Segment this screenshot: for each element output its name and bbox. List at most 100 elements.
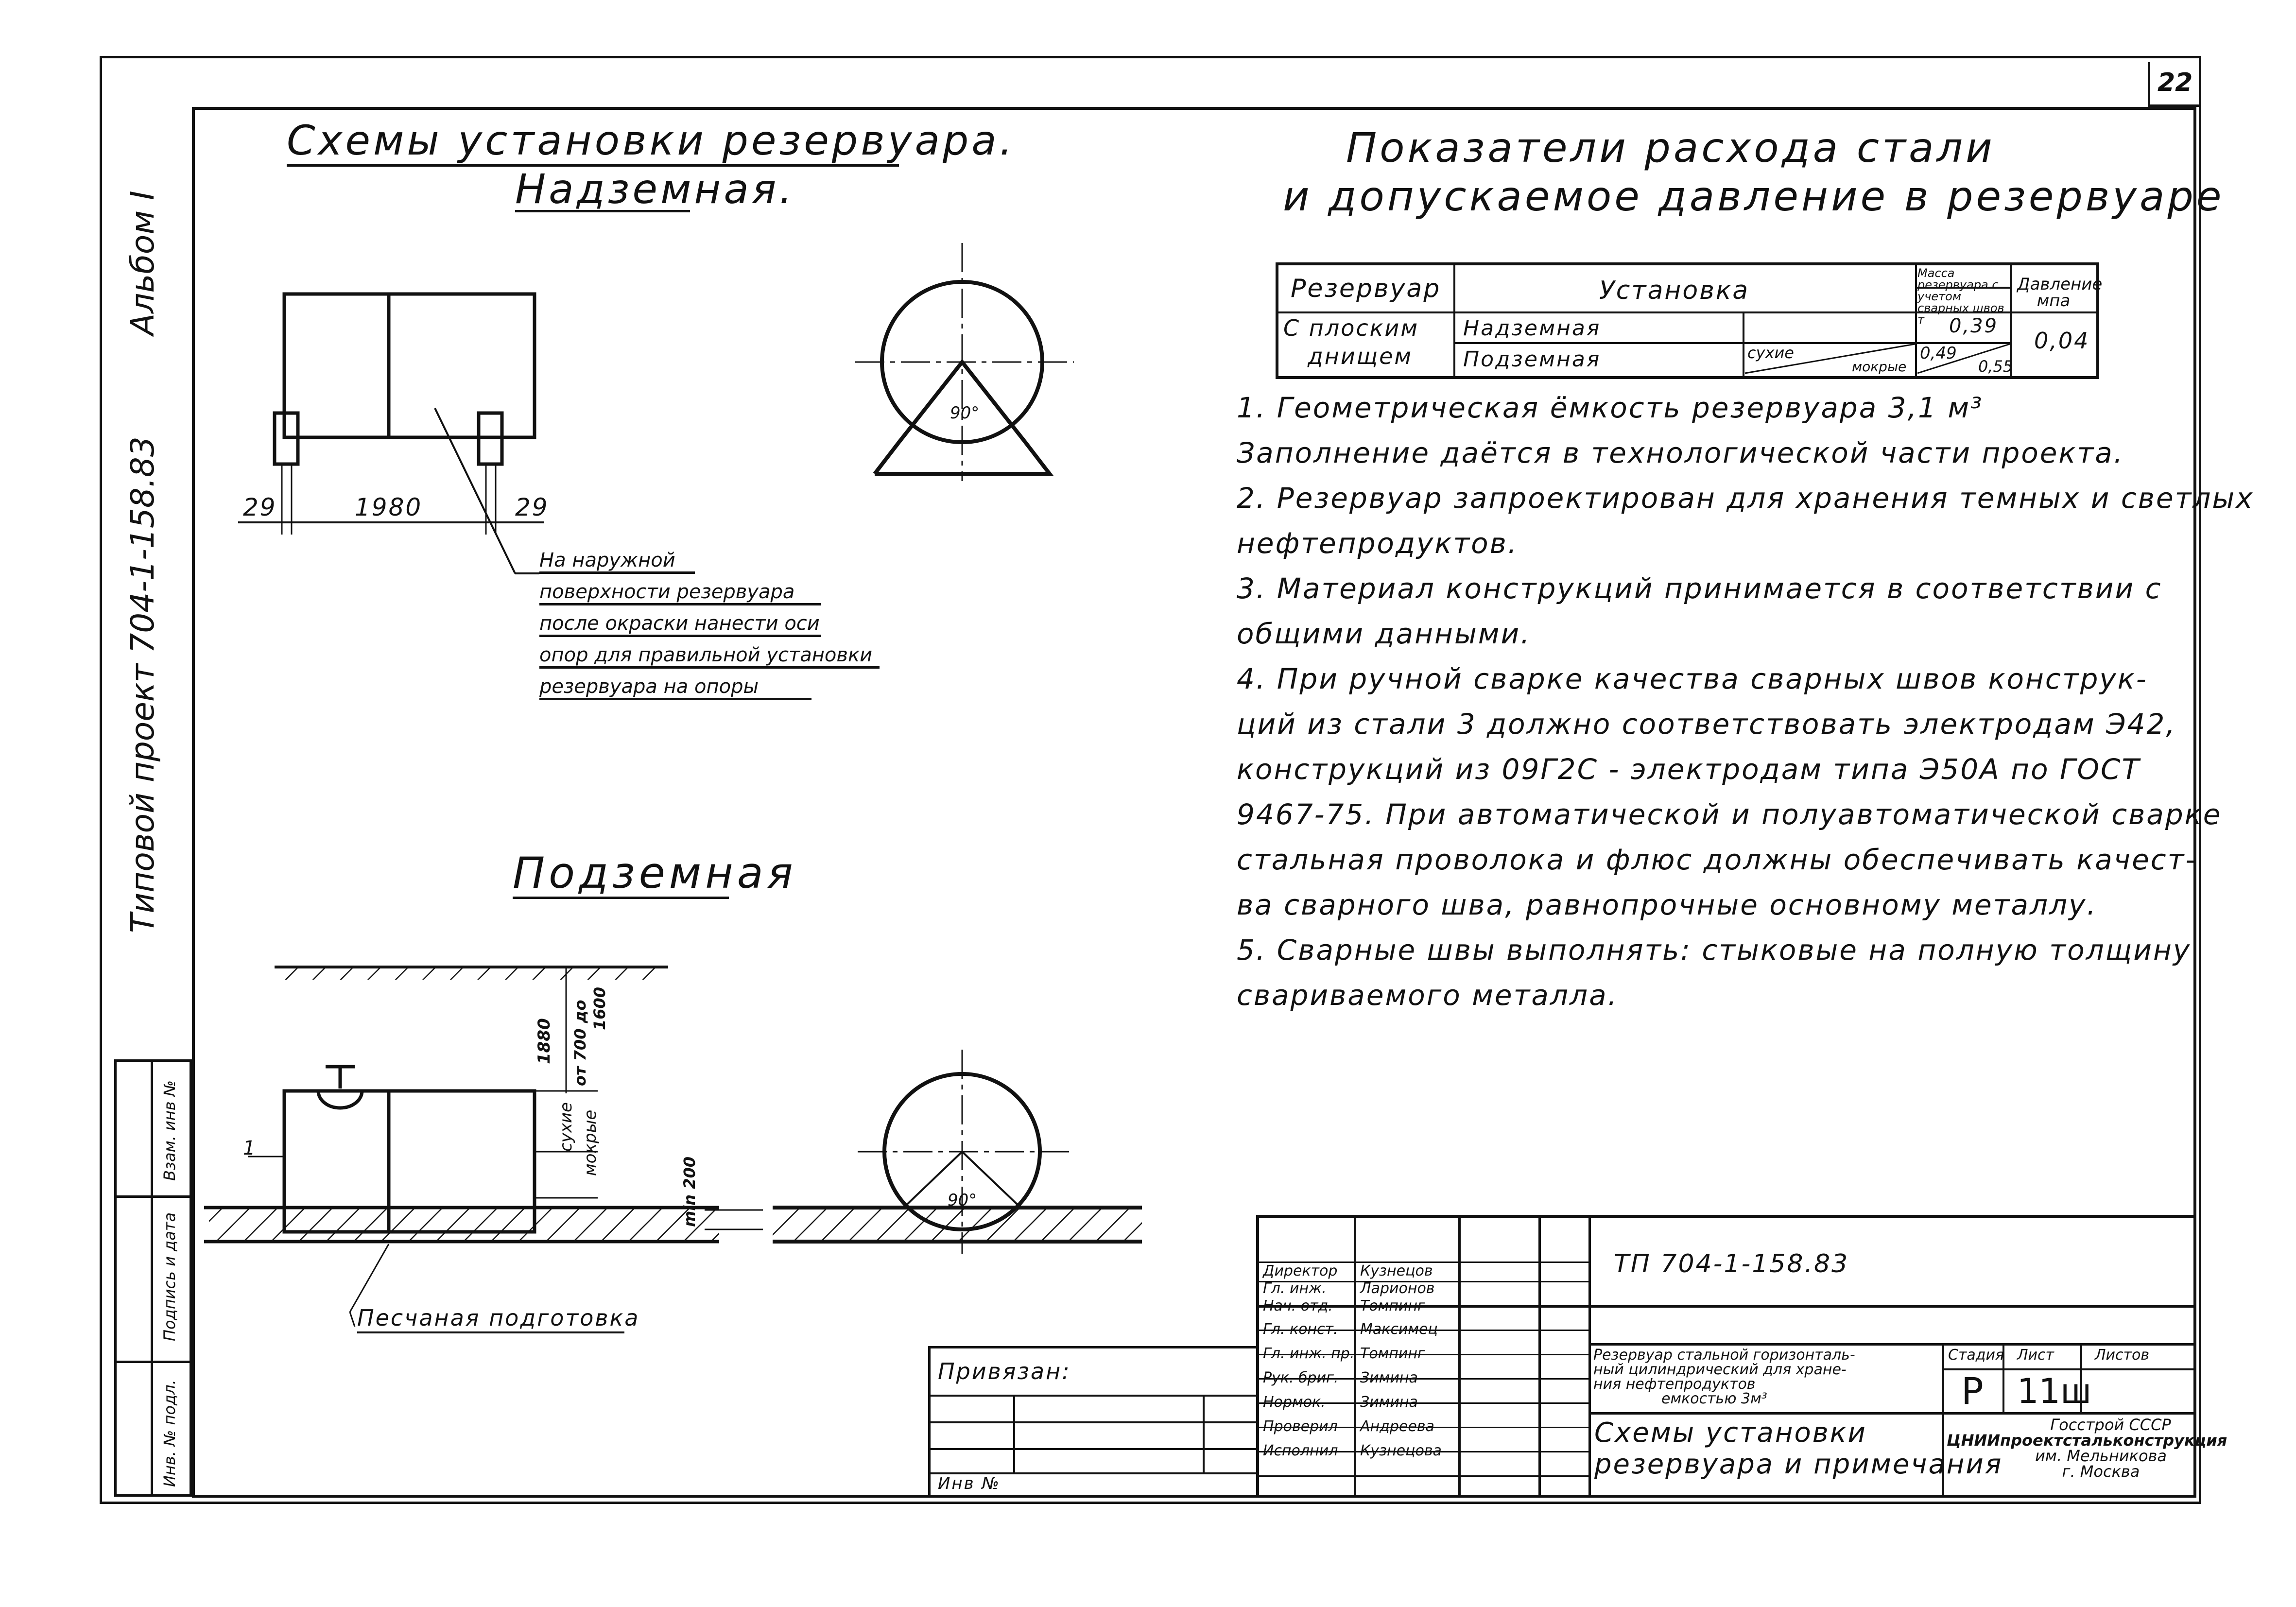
org-line: им. Мельникова (2035, 1447, 2167, 1465)
notes-block: 1. Геометрическая ёмкость резервуара 3,1… (1237, 391, 2254, 1024)
row2-wet: мокрые (1852, 359, 1907, 375)
inv-label: Инв № (938, 1474, 1001, 1493)
signature-role: Нач. отд. (1263, 1297, 1333, 1314)
sand-label: Песчаная подготовка (357, 1305, 640, 1331)
product-line: емкостью 3м³ (1661, 1390, 1767, 1407)
note-line: конструкций из 09Г2С - электродам типа Э… (1237, 753, 2141, 786)
note-line: ва сварного шва, равнопрочные основному … (1237, 888, 2097, 921)
stage-value: Р (1961, 1369, 1984, 1413)
drawing-frame (192, 107, 2196, 1498)
callout-text: На наружной поверхности резервуара после… (539, 549, 880, 700)
row2-installation: Подземная (1463, 347, 1601, 372)
tank-type-line2: днищем (1308, 343, 1413, 369)
product-description: Резервуар стальной горизонталь- ный цили… (1593, 1348, 1855, 1406)
privyazan-block: Привязан: Инв № (928, 1346, 1259, 1498)
table-header-pressure: Давление мпа (2017, 275, 2103, 311)
left-stamp-row-divider-1 (114, 1195, 192, 1198)
signature-row: Нач. отд. Томпинг (1263, 1299, 1442, 1316)
note-line: нефтепродуктов. (1237, 527, 1519, 560)
signature-role: Гл. инж. (1263, 1280, 1327, 1297)
org-line: г. Москва (2062, 1462, 2140, 1481)
underground-tank-side-view (204, 967, 719, 1327)
left-stamp-column (114, 1059, 192, 1497)
signature-name: Томпинг (1360, 1345, 1425, 1362)
left-stamp-row-divider-2 (114, 1361, 192, 1363)
callout-line: поверхности резервуара (539, 581, 821, 605)
note-line: 5. Сварные швы выполнять: стыковые на по… (1237, 933, 2192, 967)
depth-label-range: от 700 до (571, 1000, 589, 1086)
signature-row: Гл. инж. пр. Томпинг (1263, 1347, 1442, 1371)
table-header-mass: Масса резервуара с учетом сварных швов т (1917, 266, 2004, 327)
underground-ground-line (275, 966, 668, 980)
callout-line: опор для правильной установки (539, 644, 880, 669)
product-line: ния нефтепродуктов (1593, 1376, 1756, 1393)
signature-role: Директор (1263, 1262, 1338, 1279)
signature-name: Максимец (1360, 1321, 1438, 1338)
scheme-title-line2: Надземная. (515, 165, 795, 213)
depth-label-1600: 1600 (590, 986, 609, 1030)
left-stamp-divider (151, 1059, 153, 1497)
product-line: ный цилиндрический для хране- (1593, 1361, 1847, 1378)
note-line: 9467-75. При автоматической и полуавтома… (1237, 798, 2222, 831)
signature-name: Томпинг (1360, 1297, 1425, 1314)
depth-label-1880: 1880 (535, 1018, 554, 1064)
sheet-corner-number: 22 (2158, 68, 2193, 97)
pressure-value: 0,04 (2034, 328, 2090, 354)
indicators-title-line1: Показатели расхода стали (1346, 124, 1995, 172)
table-header-installation: Установка (1599, 276, 1750, 305)
sheet-outer-frame (100, 56, 2201, 1504)
signature-row: Гл. конст. Максимец (1263, 1316, 1442, 1347)
note-line: общими данными. (1237, 617, 1531, 650)
underground-cross-section (705, 1050, 1142, 1254)
sheet-title: Схемы установки резервуара и примечания (1594, 1417, 2003, 1480)
sheet-value: 11ш (2017, 1371, 2092, 1411)
note-line: 2. Резервуар запроектирован для хранения… (1237, 482, 2254, 515)
note-line: Заполнение даётся в технологической част… (1237, 436, 2124, 469)
signature-role: Гл. конст. (1263, 1321, 1338, 1338)
indicators-title-line2: и допускаемое давление в резервуаре (1283, 173, 2225, 220)
sand-label-underline (357, 1331, 624, 1333)
signature-name: Зимина (1360, 1394, 1418, 1411)
scheme-title2-underline (515, 210, 690, 212)
underground-title-underline (513, 897, 729, 899)
position-marker: 1 (243, 1137, 256, 1159)
signature-row: Нормок.Зимина (1263, 1395, 1442, 1419)
note-line: свариваемого металла. (1237, 979, 1619, 1012)
row1-mass: 0,39 (1949, 315, 1999, 337)
note-line: 3. Материал конструкций принимается в со… (1237, 572, 2162, 605)
signature-name: Кузнецова (1360, 1442, 1442, 1459)
row1-installation: Надземная (1463, 316, 1601, 341)
signature-row: Гл. инж. Ларионов (1263, 1281, 1442, 1299)
dry-label: сухие (556, 1102, 576, 1152)
callout-line: после окраски нанести оси (539, 612, 821, 637)
callout-line: резервуара на опоры (539, 675, 811, 700)
row2-mass-dry: 0,49 (1920, 344, 1957, 363)
sheet-title-line: резервуара и примечания (1594, 1449, 2003, 1480)
sheet-header: Лист (2017, 1347, 2054, 1364)
project-code: ТП 704-1-158.83 (1614, 1249, 1849, 1279)
signature-name: Андреева (1360, 1418, 1434, 1435)
note-line: стальная проволока и флюс должны обеспеч… (1237, 843, 2197, 876)
signature-name: Ларионов (1360, 1280, 1435, 1297)
dimension-middle: 1980 (355, 493, 423, 521)
signature-role: Рук. бриг. (1263, 1369, 1339, 1386)
signature-row: Проверил Андреева (1263, 1419, 1442, 1444)
tank-type-line1: С плоским (1283, 315, 1419, 341)
scheme-title-underline (287, 164, 899, 167)
signature-role: Проверил (1263, 1418, 1338, 1435)
dimension-left: 29 (243, 493, 277, 521)
underground-title: Подземная (513, 848, 797, 898)
callout-line: На наружной (539, 549, 695, 574)
sheet-title-line: Схемы установки (1594, 1417, 1867, 1449)
product-line: Резервуар стальной горизонталь- (1593, 1347, 1855, 1364)
privyazan-label: Привязан: (938, 1358, 1071, 1384)
aboveground-angle-label: 90° (950, 403, 980, 423)
note-line: ций из стали 3 должно соответствовать эл… (1237, 708, 2176, 741)
underground-angle-label: 90° (948, 1191, 977, 1210)
signature-role: Гл. инж. пр. (1263, 1345, 1355, 1362)
wet-label: мокрые (581, 1109, 600, 1176)
table-header-tank: Резервуар (1291, 274, 1441, 303)
